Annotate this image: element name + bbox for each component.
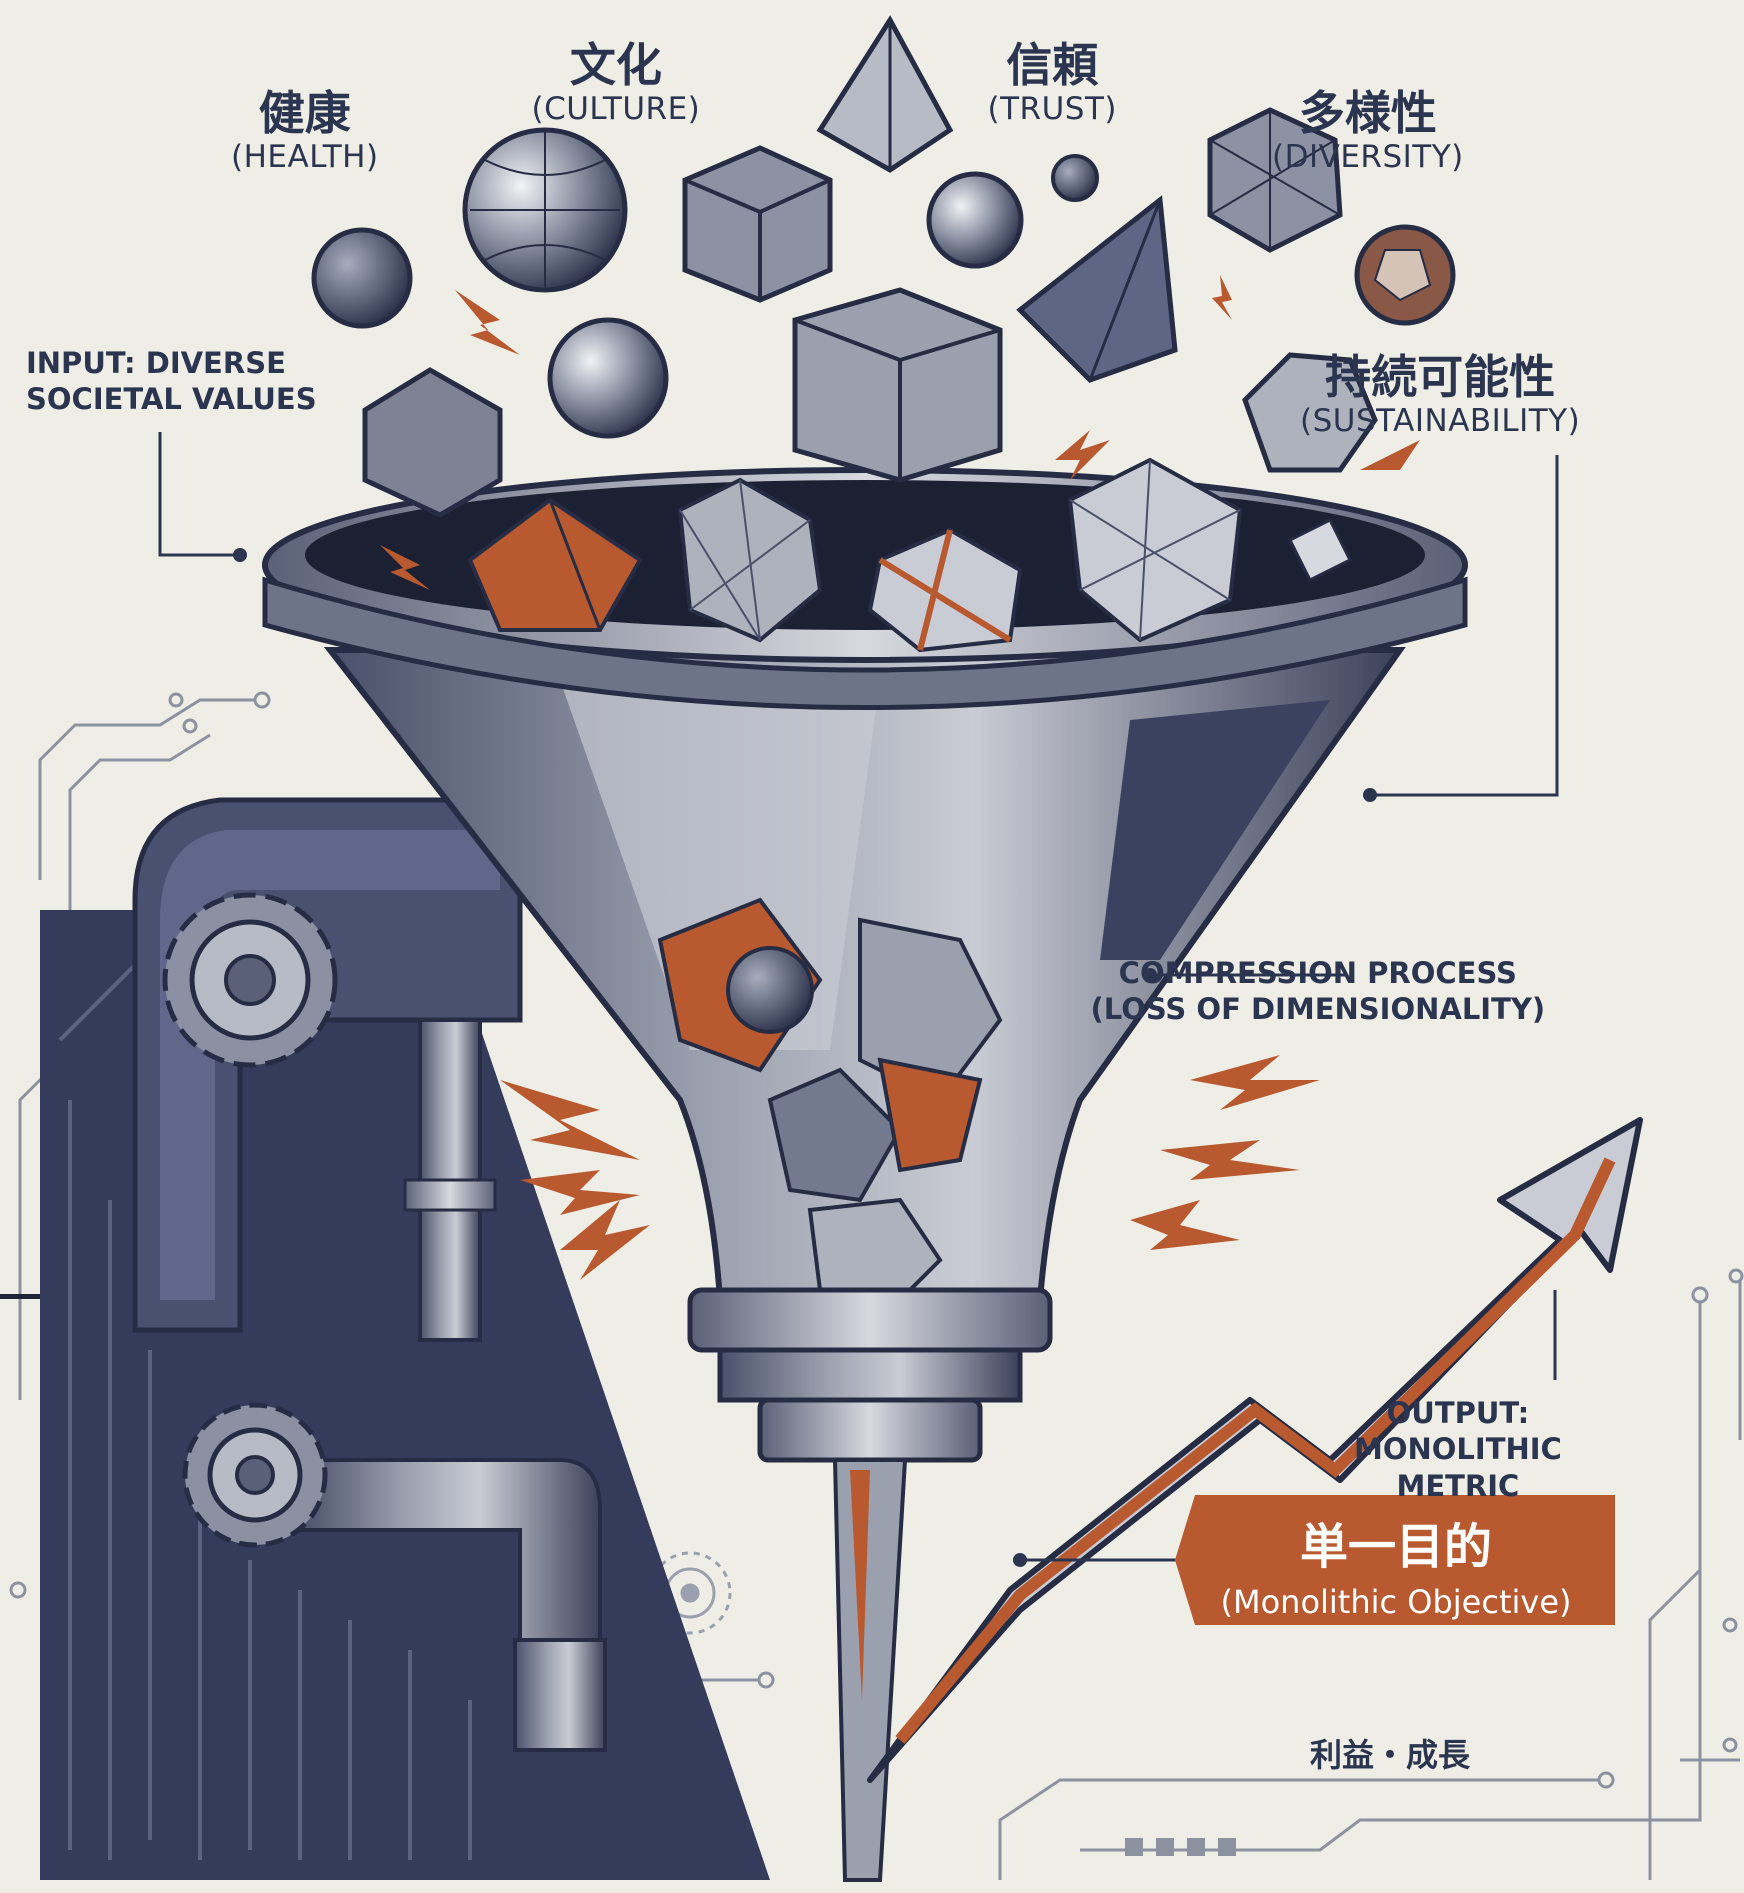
label-jp: 信頼 [988, 40, 1117, 92]
note-line: MONOLITHIC [1354, 1431, 1562, 1467]
label-en: (TRUST) [988, 92, 1117, 127]
note-line: COMPRESSION PROCESS [1091, 955, 1546, 991]
objective-banner: 単一目的 (Monolithic Objective) [1186, 1493, 1606, 1627]
label-sustainability: 持続可能性 (SUSTAINABILITY) [1300, 352, 1580, 438]
label-jp: 文化 [532, 40, 701, 92]
funnel-ring [690, 1290, 1050, 1350]
funnel-ring [760, 1400, 980, 1460]
note-line: (LOSS OF DIMENSIONALITY) [1091, 991, 1546, 1027]
funnel-ring [720, 1350, 1020, 1400]
label-diversity: 多様性 (DIVERSITY) [1272, 88, 1464, 174]
objective-jp: 単一目的 [1186, 1493, 1606, 1577]
label-jp: 多様性 [1272, 88, 1464, 140]
note-line: OUTPUT: [1354, 1395, 1562, 1431]
label-jp: 健康 [231, 88, 379, 140]
label-trust: 信頼 (TRUST) [988, 40, 1117, 126]
input-note: INPUT: DIVERSE SOCIETAL VALUES [26, 345, 317, 418]
label-en: (HEALTH) [231, 140, 379, 175]
note-line: INPUT: DIVERSE [26, 345, 317, 381]
compression-note: COMPRESSION PROCESS (LOSS OF DIMENSIONAL… [1091, 955, 1546, 1028]
gear-icon [185, 1405, 325, 1545]
label-health: 健康 (HEALTH) [231, 88, 379, 174]
label-en: (SUSTAINABILITY) [1300, 404, 1580, 439]
label-jp: 持続可能性 [1300, 352, 1580, 404]
output-note: OUTPUT: MONOLITHIC METRIC [1354, 1395, 1562, 1504]
note-line: SOCIETAL VALUES [26, 381, 317, 417]
footer-text: 利益・成長 [1310, 1730, 1470, 1776]
label-en: (CULTURE) [532, 92, 701, 127]
circuit-squares [1125, 1838, 1236, 1856]
gear-icon [165, 895, 335, 1065]
label-en: (DIVERSITY) [1272, 140, 1464, 175]
label-culture: 文化 (CULTURE) [532, 40, 701, 126]
output-stream [835, 1460, 905, 1880]
objective-en: (Monolithic Objective) [1186, 1577, 1606, 1621]
funnel-mouth [305, 480, 1425, 630]
